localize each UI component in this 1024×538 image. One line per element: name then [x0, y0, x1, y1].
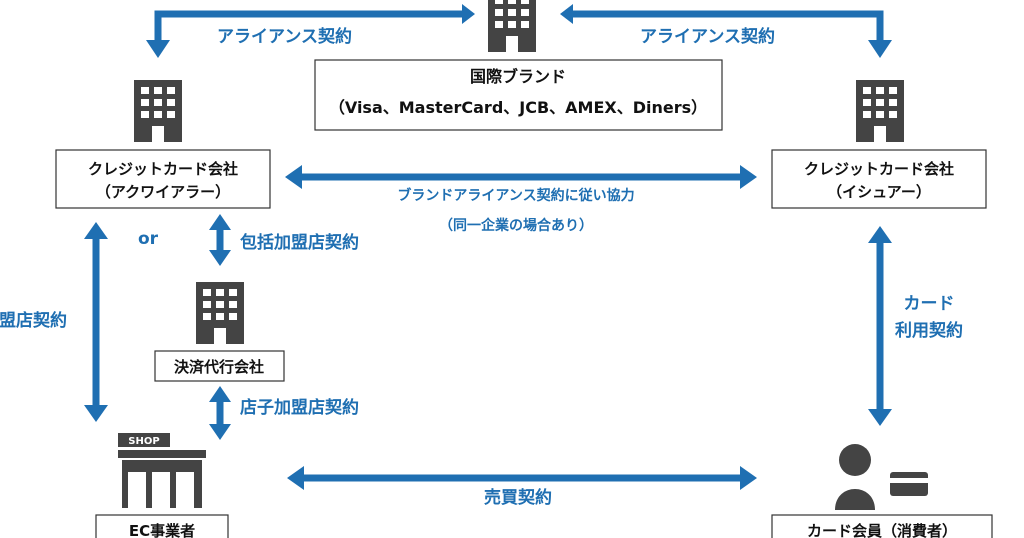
- brand-cooperation-arrow: [285, 165, 757, 189]
- or-label: or: [138, 229, 159, 249]
- acquirer-role: （アクワイアラー）: [96, 183, 230, 201]
- same-company-note: （同一企業の場合あり）: [439, 217, 593, 234]
- acquirer-node: クレジットカード会社 （アクワイアラー）: [55, 149, 271, 209]
- merchant-label: 加盟店契約: [0, 310, 67, 331]
- building-icon: [134, 80, 182, 142]
- brand-node: 国際ブランド （Visa、MasterCard、JCB、AMEX、Diners）: [314, 59, 723, 131]
- comprehensive-merchant-arrow: [209, 214, 231, 266]
- brand-examples: （Visa、MasterCard、JCB、AMEX、Diners）: [329, 98, 707, 117]
- alliance-left-arrow: [146, 4, 475, 58]
- acquirer-title: クレジットカード会社: [88, 160, 238, 178]
- issuer-role: （イシュアー）: [827, 183, 931, 201]
- issuer-node: クレジットカード会社 （イシュアー）: [771, 149, 987, 209]
- person-icon: [835, 444, 875, 510]
- card-icon: [890, 472, 928, 496]
- building-icon: [856, 80, 904, 142]
- card-use-label-1: カード: [904, 294, 955, 314]
- ec-title: EC事業者: [129, 522, 195, 538]
- alliance-left-label: アライアンス契約: [217, 26, 352, 47]
- ec-node: EC事業者: [95, 514, 229, 538]
- psp-node: 決済代行会社: [154, 350, 285, 382]
- sub-merchant-arrow: [209, 386, 231, 440]
- card-use-label-2: 利用契約: [895, 320, 963, 341]
- brand-title: 国際ブランド: [470, 67, 566, 86]
- psp-title: 決済代行会社: [174, 358, 264, 376]
- member-title: カード会員（消費者）: [807, 522, 957, 538]
- shop-icon: SHOP: [118, 433, 206, 508]
- sub-merchant-label: 店子加盟店契約: [240, 397, 359, 418]
- building-icon: [196, 282, 244, 344]
- alliance-right-label: アライアンス契約: [640, 26, 775, 47]
- alliance-right-arrow: [560, 4, 892, 58]
- building-icon: [488, 0, 536, 52]
- comprehensive-merchant-label: 包括加盟店契約: [240, 232, 359, 253]
- member-node: カード会員（消費者）: [771, 514, 993, 538]
- merchant-arrow: [84, 222, 108, 422]
- issuer-title: クレジットカード会社: [804, 160, 954, 178]
- shop-sign: SHOP: [128, 436, 159, 447]
- brand-cooperation-label: ブランドアライアンス契約に従い協力: [397, 187, 634, 204]
- sales-label: 売買契約: [484, 487, 552, 508]
- sales-arrow: [287, 466, 757, 490]
- card-use-arrow: [868, 226, 892, 426]
